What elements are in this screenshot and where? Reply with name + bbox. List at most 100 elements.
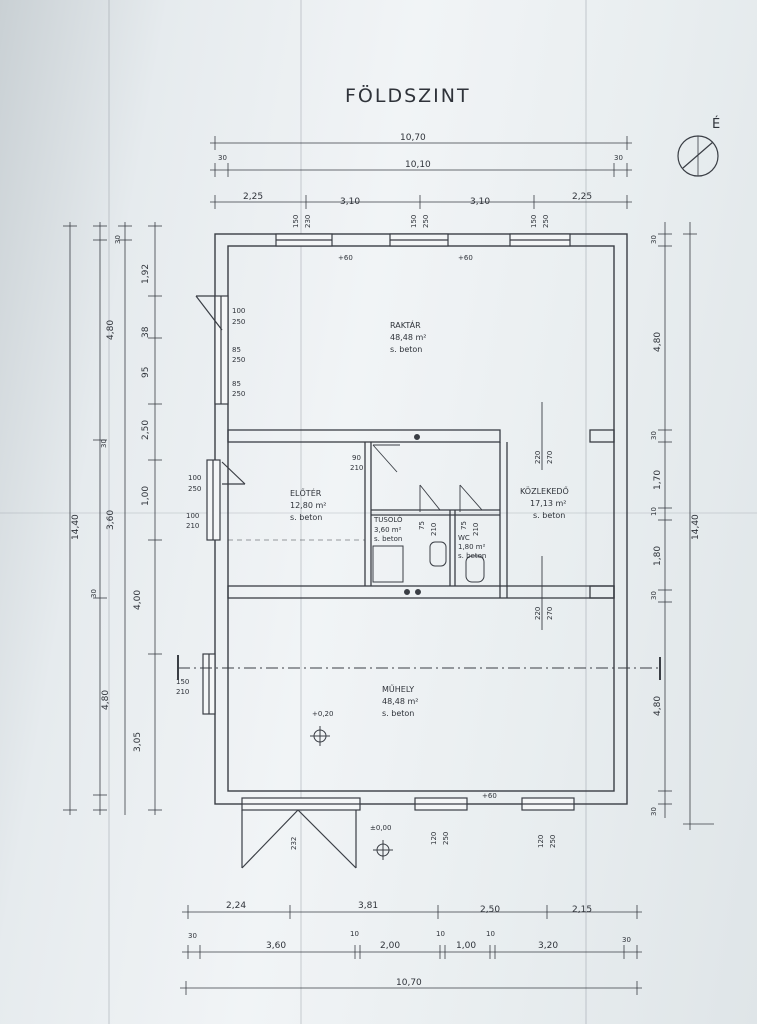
top-window-3-b: 250: [542, 215, 550, 228]
room-floor: s. beton: [458, 552, 486, 560]
door-4-a: 220: [534, 451, 542, 464]
door-3-a: 75: [460, 521, 468, 530]
room-kozlekedo: KÖZLEKEDŐ 17,13 m² s. beton: [520, 486, 569, 520]
right-wall-mark-4: 30: [650, 591, 658, 600]
drawing-title: FÖLDSZINT: [345, 84, 471, 107]
room-floor: s. beton: [533, 511, 565, 520]
left-openings: [195, 295, 246, 715]
room-name: RAKTÁR: [390, 319, 421, 330]
door-1-b: 210: [350, 464, 363, 472]
dim-bottom-a-3: 2,50: [480, 905, 500, 915]
dim-top-seg-2: 3,10: [340, 197, 360, 207]
left-door-2-a: 100: [186, 512, 199, 520]
room-muhely: MŰHELY 48,48 m² s. beton: [382, 684, 418, 718]
room-floor: s. beton: [390, 345, 422, 354]
section-cut-line: [177, 655, 661, 680]
right-dimension-lines: [658, 222, 714, 830]
sink-icon: [429, 541, 447, 567]
bottom-opening-2-a: 120: [430, 832, 438, 845]
toilet-icon: [465, 555, 485, 583]
left-wall-mark-3: 30: [90, 589, 98, 598]
room-name: WC: [458, 534, 470, 542]
top-window-3-a: 150: [530, 215, 538, 228]
left-window-1-b: 250: [232, 318, 245, 326]
top-window-1-b: 230: [304, 215, 312, 228]
north-arrow-icon: É: [677, 116, 720, 177]
left-door-2-b: 210: [186, 522, 199, 530]
level-marker-icon: [310, 726, 393, 860]
bottom-opening-1-a: 232: [290, 837, 298, 850]
top-dimension-lines: [210, 136, 632, 209]
door-2-b: 210: [430, 523, 438, 536]
dim-bottom-b-8: 3,20: [538, 941, 558, 951]
interior-doors: [372, 402, 543, 630]
left-window-2-a: 85: [232, 346, 241, 354]
bottom-opening-2-b: 250: [442, 832, 450, 845]
dim-bottom-b-4: 2,00: [380, 941, 400, 951]
left-dim-inner-5: 1,00: [141, 486, 151, 506]
room-floor: s. beton: [382, 709, 414, 718]
left-dim-inner-1: 1,92: [141, 264, 151, 284]
left-door-3-a: 150: [176, 678, 189, 686]
room-area: 48,48 m²: [382, 697, 418, 706]
door-3-b: 210: [472, 523, 480, 536]
dim-top-seg-3: 3,10: [470, 197, 490, 207]
left-wall-mark-2: 30: [100, 439, 108, 448]
north-label: É: [712, 116, 720, 132]
paper-fold-horizontal: [0, 512, 757, 514]
dim-bottom-overall: 10,70: [396, 978, 422, 988]
top-window-1-a: 150: [292, 215, 300, 228]
dim-bottom-b-5: 10: [436, 930, 445, 938]
right-dim-inner-2: 1,70: [653, 470, 663, 490]
room-area: 17,13 m²: [530, 499, 566, 508]
dim-top-overall: 10,70: [400, 133, 426, 143]
paper-fold-center: [300, 0, 302, 1024]
door-4-b: 270: [546, 451, 554, 464]
level-entrance: ±0,00: [370, 824, 391, 832]
room-raktar: RAKTÁR 48,48 m² s. beton: [390, 319, 426, 354]
bottom-openings: [241, 797, 575, 869]
bottom-sill: +60: [482, 792, 497, 800]
door-2-a: 75: [418, 521, 426, 530]
interior-walls: [227, 429, 615, 599]
right-wall-mark-1: 30: [650, 235, 658, 244]
right-wall-mark-3: 10: [650, 507, 658, 516]
top-window-2-b: 250: [422, 215, 430, 228]
dim-top-inner: 10,10: [405, 160, 431, 170]
room-name: ELŐTÉR: [290, 487, 322, 498]
right-wall-mark-5: 30: [650, 807, 658, 816]
door-1-a: 90: [352, 454, 361, 462]
right-dim-inner-4: 4,80: [653, 696, 663, 716]
left-dim-inner-7: 3,05: [133, 732, 143, 752]
right-dim-inner-1: 4,80: [653, 332, 663, 352]
dim-top-seg-1: 2,25: [243, 192, 263, 202]
room-eloter: ELŐTÉR 12,80 m² s. beton: [290, 487, 326, 522]
right-dim-inner-3: 1,80: [653, 546, 663, 566]
paper-fold-right: [585, 0, 587, 1024]
dim-top-right-wall: 30: [614, 154, 623, 162]
dim-bottom-b-1: 30: [188, 932, 197, 940]
dim-bottom-a-4: 2,15: [572, 905, 592, 915]
dim-bottom-a-1: 2,24: [226, 901, 246, 911]
left-window-1-a: 100: [232, 307, 245, 315]
dim-bottom-a-2: 3,81: [358, 901, 378, 911]
room-name: MŰHELY: [382, 684, 414, 694]
left-dim-mid-2: 3,60: [106, 510, 116, 530]
left-window-3-b: 250: [232, 390, 245, 398]
room-area: 12,80 m²: [290, 501, 326, 510]
door-5-b: 270: [546, 607, 554, 620]
level-workshop: +0,20: [312, 710, 333, 718]
top-windows: [275, 233, 571, 247]
left-door-3-b: 210: [176, 688, 189, 696]
top-sill-1: +60: [338, 254, 353, 262]
left-dim-inner-3: 95: [141, 367, 151, 378]
dim-bottom-b-6: 1,00: [456, 941, 476, 951]
room-name: TUSOLÓ: [373, 515, 403, 524]
room-name: KÖZLEKEDŐ: [520, 486, 569, 496]
dim-top-left-wall: 30: [218, 154, 227, 162]
left-dim-inner-6: 4,00: [133, 590, 143, 610]
left-dim-outer: 14,40: [71, 514, 81, 540]
left-window-2-b: 250: [232, 356, 245, 364]
room-floor: s. beton: [374, 535, 402, 543]
